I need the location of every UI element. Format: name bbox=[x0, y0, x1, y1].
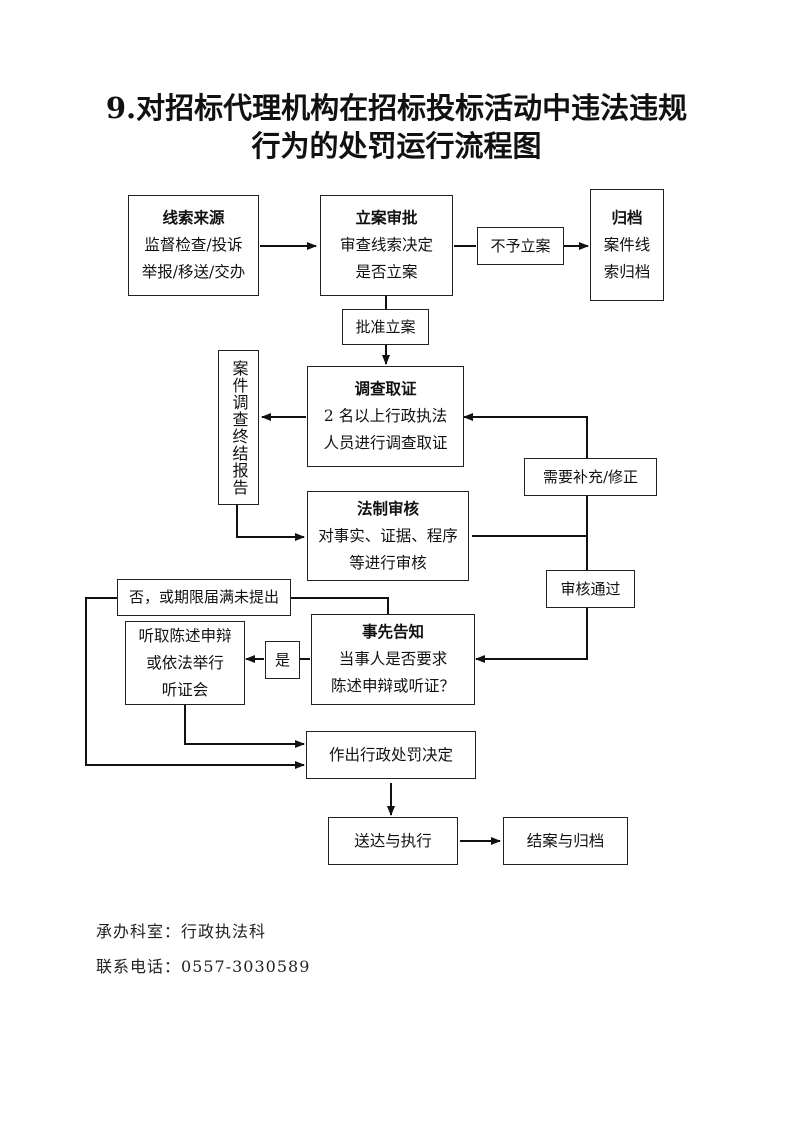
node-close-archive-text: 结案与归档 bbox=[526, 831, 605, 850]
arrow-no-to-decision bbox=[85, 597, 305, 769]
node-legal-review-head: 法制审核 bbox=[356, 499, 419, 518]
node-hearing-line: 或依法举行 bbox=[146, 653, 224, 672]
node-legal-review-line: 对事实、证据、程序 bbox=[318, 526, 458, 545]
node-case-approval: 立案审批 审查线索决定 是否立案 bbox=[320, 195, 453, 296]
arrow-report-to-review bbox=[236, 505, 305, 541]
node-prior-notice-line: 陈述申辩或听证？ bbox=[330, 677, 455, 695]
node-archive-line: 案件线 bbox=[603, 235, 651, 254]
node-hearing-line: 听证会 bbox=[161, 680, 209, 699]
label-yes-text: 是 bbox=[274, 650, 290, 669]
line-notice-to-no bbox=[291, 597, 389, 614]
node-clue-source-line: 举报/移送/交办 bbox=[141, 263, 246, 281]
footer-phone: 联系电话：0557-3030589 bbox=[96, 957, 311, 976]
node-hearing-line: 听取陈述申辩 bbox=[138, 626, 232, 645]
node-investigation-report-text: 案件调查终结报告 bbox=[229, 359, 249, 496]
page-title-line-2: 行为的处罚运行流程图 bbox=[251, 129, 542, 163]
label-approve-filing-text: 批准立案 bbox=[355, 317, 416, 336]
node-investigation: 调查取证 2 名以上行政执法 人员进行调查取证 bbox=[307, 366, 464, 467]
label-need-supplement: 需要补充/修正 bbox=[524, 458, 657, 496]
node-clue-source: 线索来源 监督检查/投诉 举报/移送/交办 bbox=[128, 195, 259, 296]
node-investigation-line: 人员进行调查取证 bbox=[323, 434, 448, 452]
label-need-supplement-text: 需要补充/修正 bbox=[542, 467, 639, 486]
label-no-or-expired-text: 否，或期限届满未提出 bbox=[128, 588, 279, 606]
node-case-approval-line: 是否立案 bbox=[355, 263, 418, 281]
node-legal-review-line: 等进行审核 bbox=[349, 553, 427, 572]
node-penalty-decision: 作出行政处罚决定 bbox=[306, 731, 476, 779]
arrow-hearing-to-decision bbox=[184, 704, 305, 748]
node-archive: 归档 案件线 索归档 bbox=[590, 189, 664, 301]
node-legal-review: 法制审核 对事实、证据、程序 等进行审核 bbox=[307, 491, 469, 581]
node-clue-source-head: 线索来源 bbox=[162, 209, 225, 227]
arrow-supplement-to-investigation bbox=[463, 413, 588, 460]
node-delivery-execution-text: 送达与执行 bbox=[354, 831, 432, 850]
node-prior-notice: 事先告知 当事人是否要求 陈述申辩或听证？ bbox=[311, 614, 475, 705]
node-hearing: 听取陈述申辩 或依法举行 听证会 bbox=[125, 621, 245, 705]
node-close-archive: 结案与归档 bbox=[503, 817, 628, 865]
page-title-line-1: 9.对招标代理机构在招标投标活动中违法违规 bbox=[105, 91, 688, 125]
node-investigation-head: 调查取证 bbox=[354, 380, 417, 398]
arrow-passed-to-notice bbox=[475, 608, 588, 663]
node-clue-source-line: 监督检查/投诉 bbox=[144, 236, 243, 254]
node-penalty-decision-text: 作出行政处罚决定 bbox=[328, 745, 453, 764]
node-archive-line: 索归档 bbox=[603, 262, 651, 281]
label-yes: 是 bbox=[265, 641, 300, 679]
node-archive-head: 归档 bbox=[611, 208, 643, 227]
node-case-approval-line: 审查线索决定 bbox=[339, 236, 433, 254]
node-case-approval-head: 立案审批 bbox=[355, 209, 418, 227]
label-no-or-expired: 否，或期限届满未提出 bbox=[117, 579, 291, 616]
node-investigation-report: 案件调查终结报告 bbox=[218, 350, 259, 505]
label-review-passed: 审核通过 bbox=[546, 570, 635, 608]
node-prior-notice-line: 当事人是否要求 bbox=[338, 650, 448, 668]
node-delivery-execution: 送达与执行 bbox=[328, 817, 458, 865]
label-review-passed-text: 审核通过 bbox=[560, 579, 621, 598]
node-investigation-line: 2 名以上行政执法 bbox=[323, 407, 448, 425]
node-prior-notice-head: 事先告知 bbox=[361, 623, 424, 641]
label-no-filing-text: 不予立案 bbox=[490, 236, 551, 255]
label-approve-filing: 批准立案 bbox=[342, 309, 429, 345]
footer-department: 承办科室：行政执法科 bbox=[96, 922, 267, 941]
label-no-filing: 不予立案 bbox=[477, 227, 564, 265]
